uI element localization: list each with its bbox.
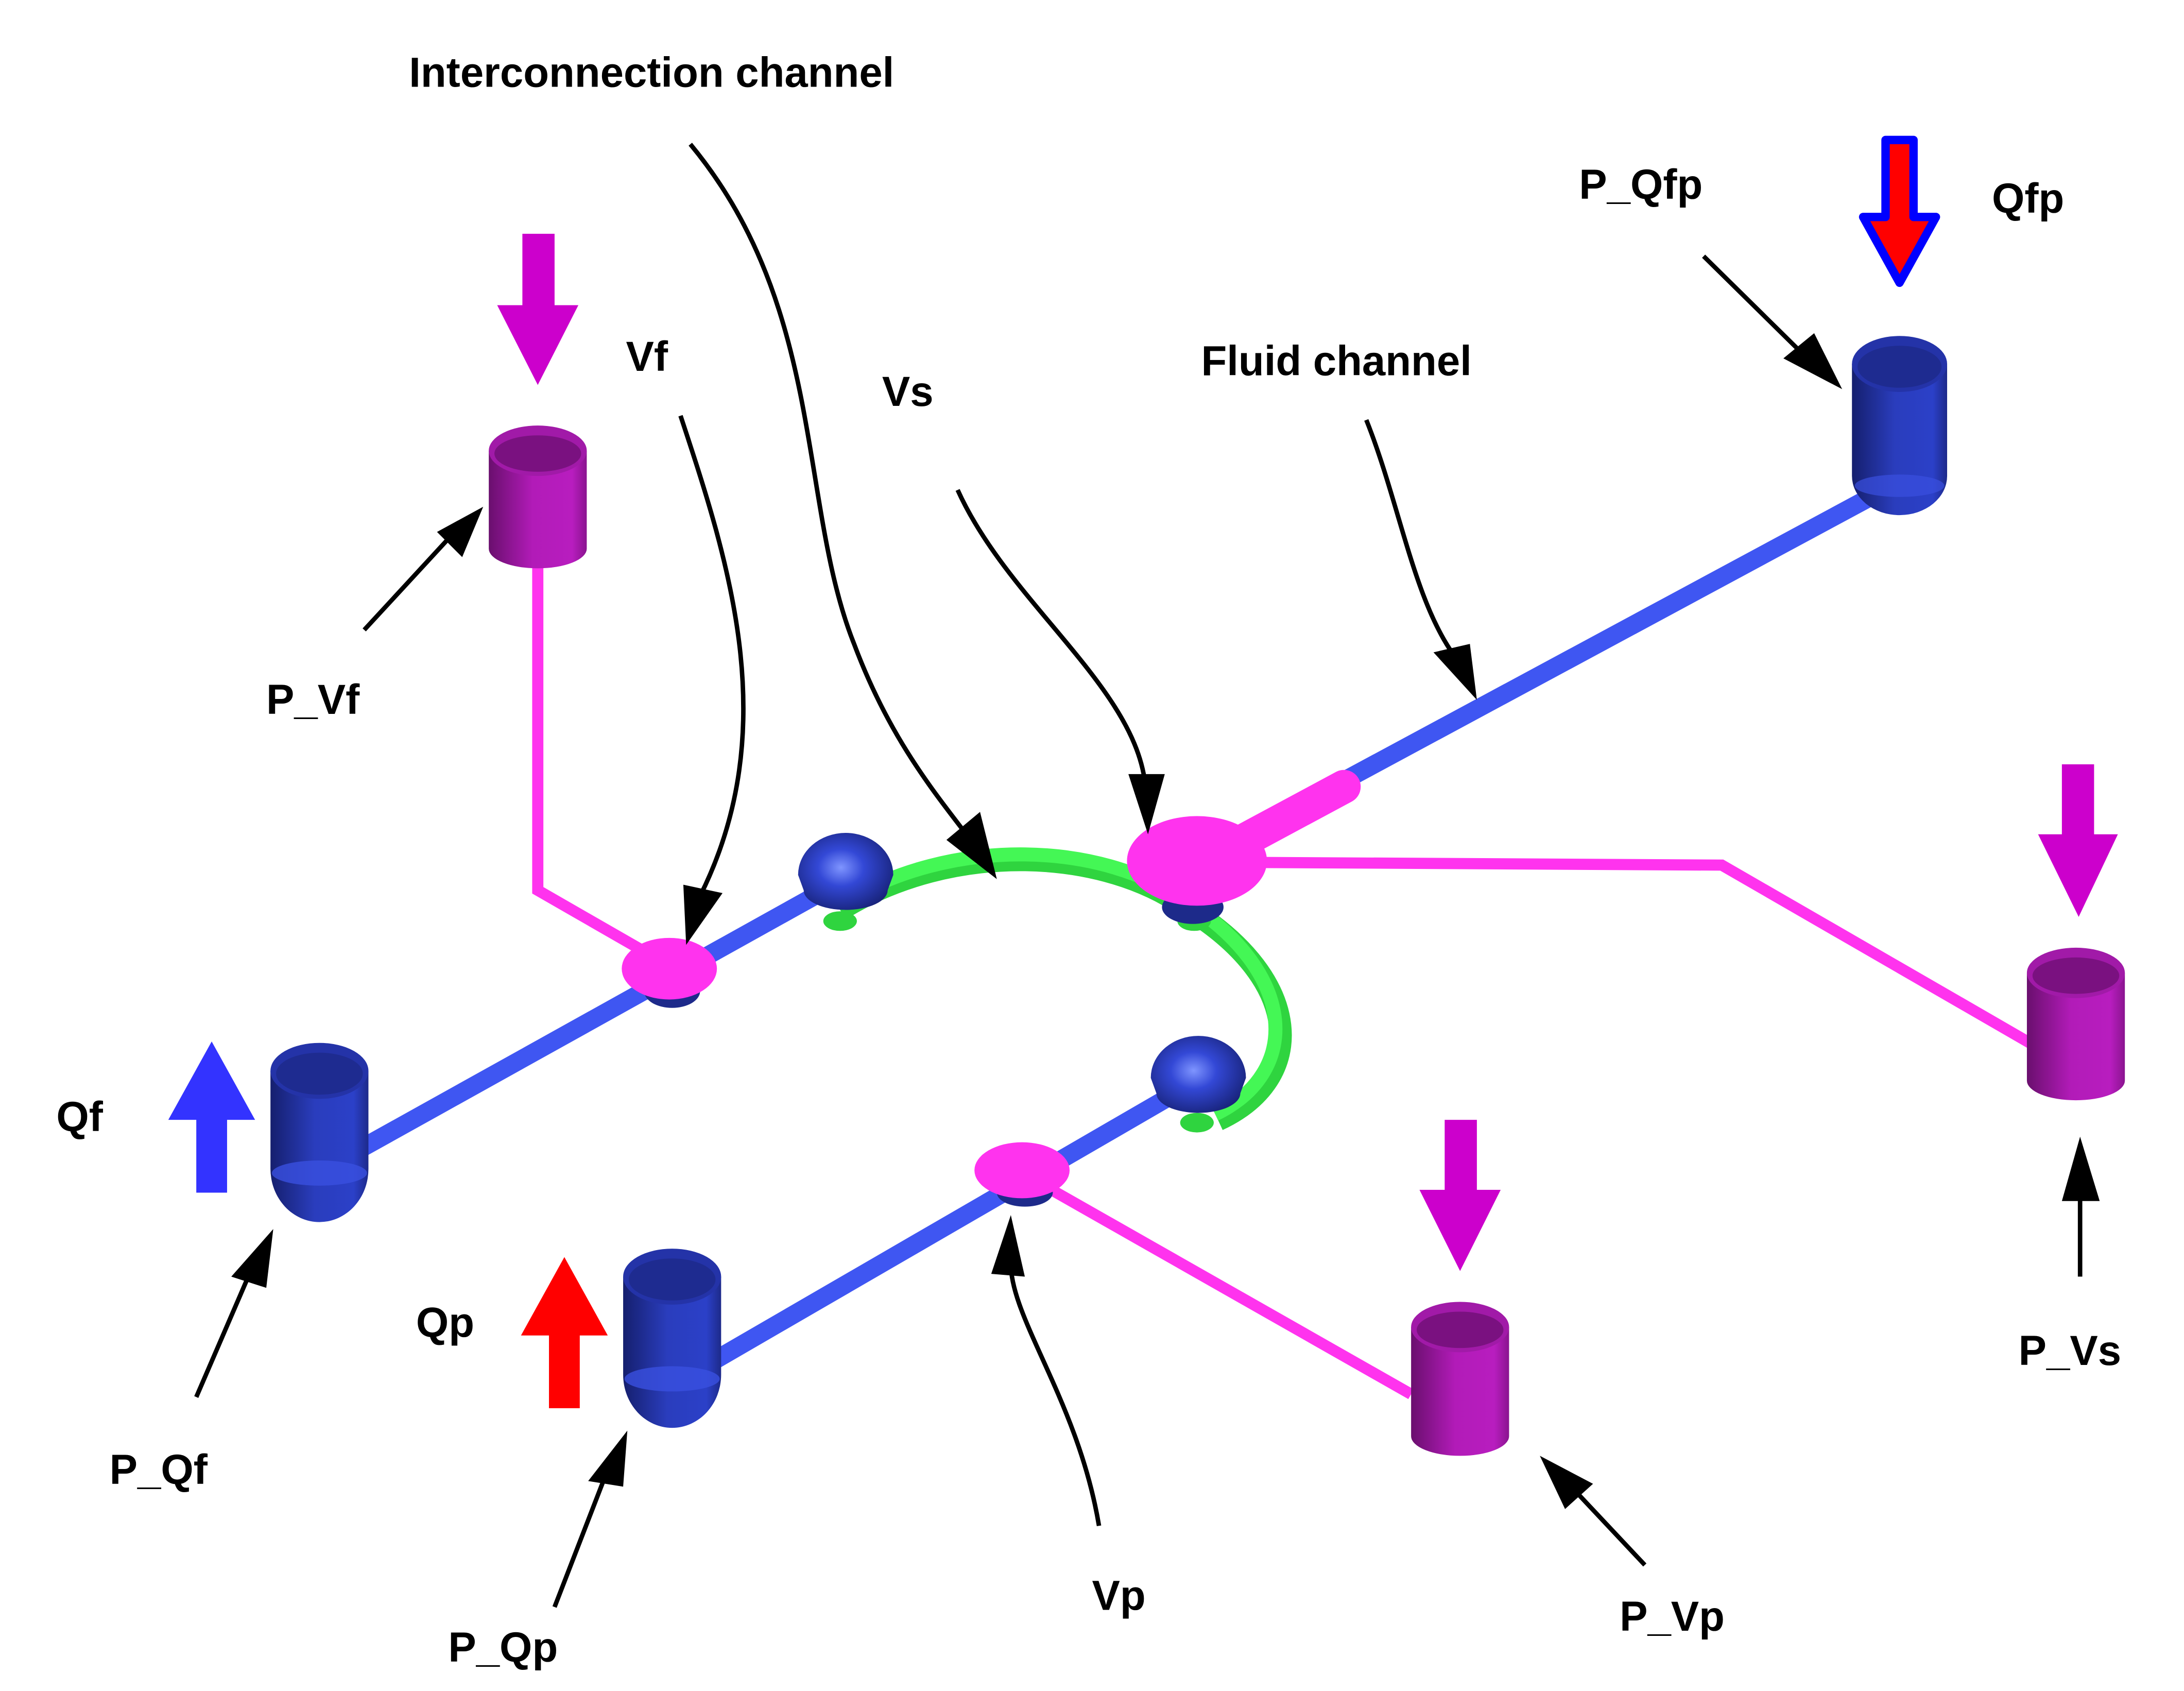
pointer-head-p-qp: [588, 1430, 628, 1487]
label-vp: Vp: [1092, 1572, 1146, 1619]
label-vs: Vs: [882, 368, 934, 415]
valve-vf[interactable]: [622, 937, 717, 1008]
pointer-head-vf: [683, 884, 723, 945]
pointer-head-interconnection: [946, 812, 997, 879]
reservoir-p-vf[interactable]: [489, 425, 587, 569]
label-qf: Qf: [56, 1094, 103, 1140]
label-p-vs: P_Vs: [2019, 1327, 2121, 1374]
arrow-down-qfp-icon: [1859, 135, 1940, 287]
label-qfp: Qfp: [1992, 175, 2064, 222]
arrow-down-p-vf-icon: [497, 233, 579, 385]
reservoir-p-vp[interactable]: [1411, 1302, 1509, 1456]
label-p-qf: P_Qf: [110, 1446, 208, 1493]
junction-upper-left: [798, 833, 893, 931]
reservoir-qp[interactable]: [623, 1249, 721, 1428]
label-vf: Vf: [626, 333, 668, 380]
reservoir-qf[interactable]: [270, 1043, 369, 1222]
pointer-p-vp: [1577, 1493, 1647, 1567]
vs-control-line: [1232, 857, 2033, 1048]
pointer-head-p-vp: [1540, 1456, 1593, 1509]
label-interconnection-channel: Interconnection channel: [409, 49, 894, 96]
reservoir-qfp[interactable]: [1852, 336, 1948, 516]
fluid-channel-upper: [353, 874, 845, 1159]
arrow-up-qf-icon: [168, 1041, 255, 1193]
label-p-vf: P_Vf: [266, 676, 360, 723]
vf-control-line: [532, 560, 673, 971]
pointer-head-vs: [1128, 774, 1165, 834]
pointer-p-qp: [552, 1476, 607, 1608]
pointer-head-vp: [991, 1215, 1025, 1277]
pointer-head-fluid-channel: [1433, 644, 1477, 700]
label-p-qp: P_Qp: [448, 1624, 558, 1671]
arrow-up-qp-icon: [521, 1257, 608, 1409]
arrow-down-p-vs-icon: [2038, 764, 2118, 917]
pointer-fluid-channel: [1364, 419, 1458, 659]
pointer-vs: [955, 489, 1148, 784]
pointer-head-p-vs: [2061, 1136, 2100, 1201]
valve-vs[interactable]: [1127, 816, 1267, 924]
pointer-p-qf: [194, 1273, 252, 1398]
pointer-p-qfp: [1702, 254, 1800, 352]
pointer-vp: [1008, 1259, 1102, 1527]
valve-control-lines: [532, 560, 2033, 1399]
pointer-interconnection: [689, 143, 989, 864]
pointer-p-vf: [363, 537, 450, 631]
pointer-vf: [678, 415, 746, 897]
label-qp: Qp: [416, 1299, 474, 1346]
label-fluid-channel: Fluid channel: [1201, 337, 1471, 384]
junction-lower: [1150, 1036, 1246, 1133]
pointer-arrows: [194, 143, 2100, 1608]
vp-control-line: [1019, 1168, 1414, 1399]
label-p-qfp: P_Qfp: [1579, 161, 1703, 208]
label-p-vp: P_Vp: [1620, 1593, 1725, 1640]
pointer-head-p-qfp: [1783, 333, 1843, 389]
fluid-channel-lower: [709, 1077, 1195, 1369]
arrow-down-p-vp-icon: [1419, 1120, 1501, 1271]
valve-vp[interactable]: [974, 1142, 1070, 1207]
pointer-head-p-qf: [231, 1229, 273, 1288]
pointer-head-p-vf: [437, 506, 484, 557]
fluid-channel-main: [1256, 475, 1901, 834]
reservoir-p-vs[interactable]: [2026, 947, 2125, 1101]
